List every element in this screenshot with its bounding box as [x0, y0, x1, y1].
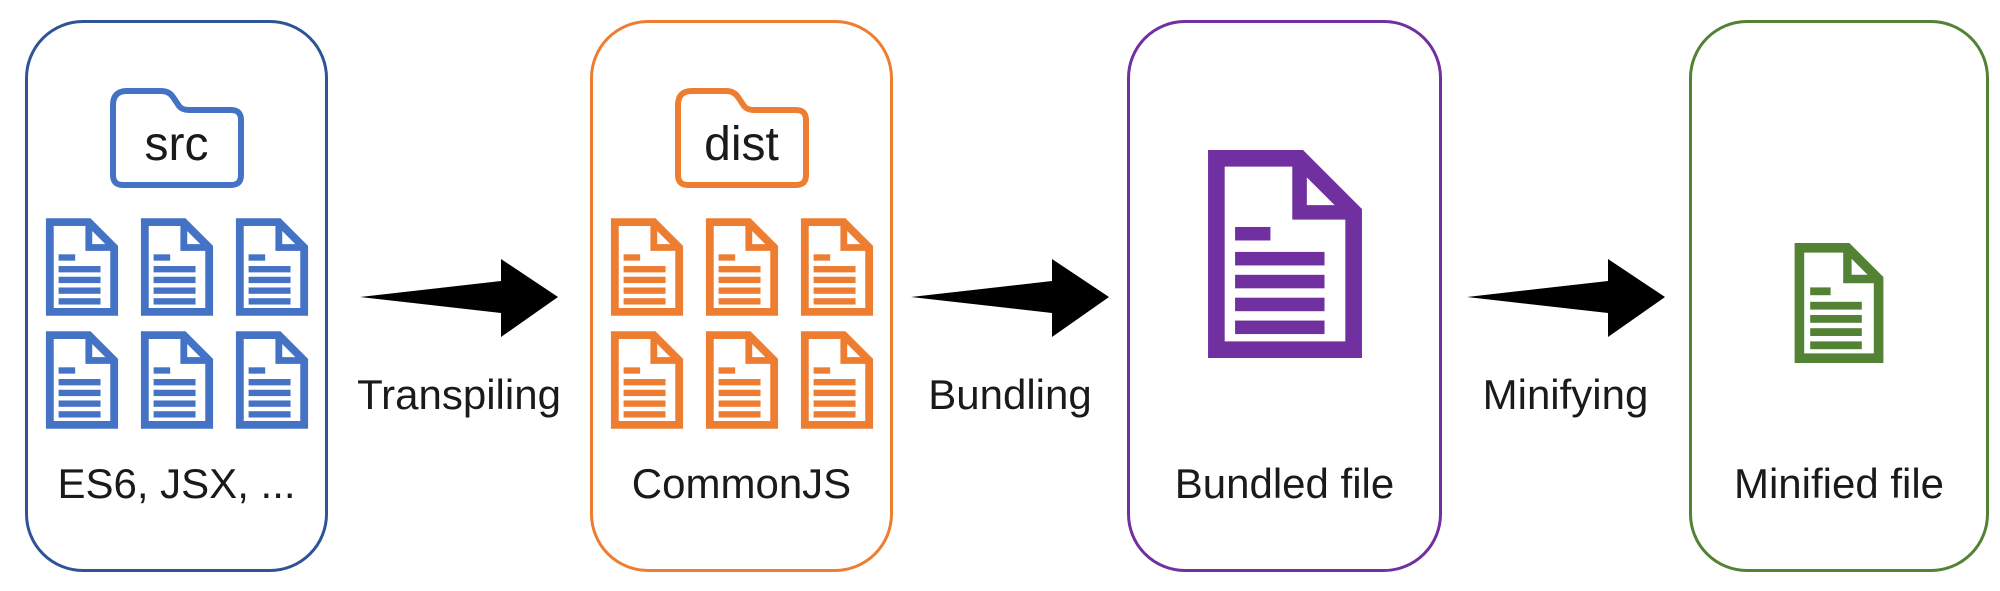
- dist-folder: dist: [670, 83, 814, 193]
- document-icon: [608, 218, 686, 316]
- transpiled-file-icons-grid: [608, 218, 876, 429]
- folder-name-label: dist: [704, 118, 779, 171]
- arrow-right-icon: [1465, 250, 1667, 346]
- step-minifying: Minifying: [1442, 20, 1689, 572]
- panel-caption: CommonJS: [631, 460, 852, 507]
- document-icon: [233, 331, 311, 429]
- panel-bundled-file: Bundled file: [1127, 20, 1442, 572]
- panel-caption: ES6, JSX, ...: [57, 460, 296, 507]
- document-icon: [1201, 150, 1369, 358]
- folder-name-label: src: [144, 118, 209, 171]
- panel-source-files: src ES6, JSX, ...: [25, 20, 328, 572]
- step-label: Minifying: [1482, 371, 1649, 418]
- step-label: Transpiling: [357, 371, 561, 418]
- panel-caption: Bundled file: [1174, 460, 1395, 507]
- document-icon: [608, 331, 686, 429]
- step-bundling: Bundling: [893, 20, 1127, 572]
- panel-minified-file: Minified file: [1689, 20, 1989, 572]
- document-icon: [703, 331, 781, 429]
- panel-caption: Minified file: [1733, 460, 1945, 507]
- arrow-right-icon: [909, 250, 1111, 346]
- step-transpiling: Transpiling: [328, 20, 590, 572]
- document-icon: [43, 331, 121, 429]
- src-folder: src: [105, 83, 249, 193]
- panel-transpiled-files: dist CommonJS: [590, 20, 893, 572]
- step-label: Bundling: [928, 371, 1092, 418]
- document-icon: [798, 218, 876, 316]
- build-pipeline-diagram: src ES6, JSX, ... Transpiling dist: [25, 20, 1989, 572]
- source-file-icons-grid: [43, 218, 311, 429]
- document-icon: [138, 218, 216, 316]
- document-icon: [138, 331, 216, 429]
- document-icon: [703, 218, 781, 316]
- arrow-right-icon: [358, 250, 560, 346]
- document-icon: [798, 331, 876, 429]
- document-icon: [1790, 243, 1888, 363]
- document-icon: [233, 218, 311, 316]
- document-icon: [43, 218, 121, 316]
